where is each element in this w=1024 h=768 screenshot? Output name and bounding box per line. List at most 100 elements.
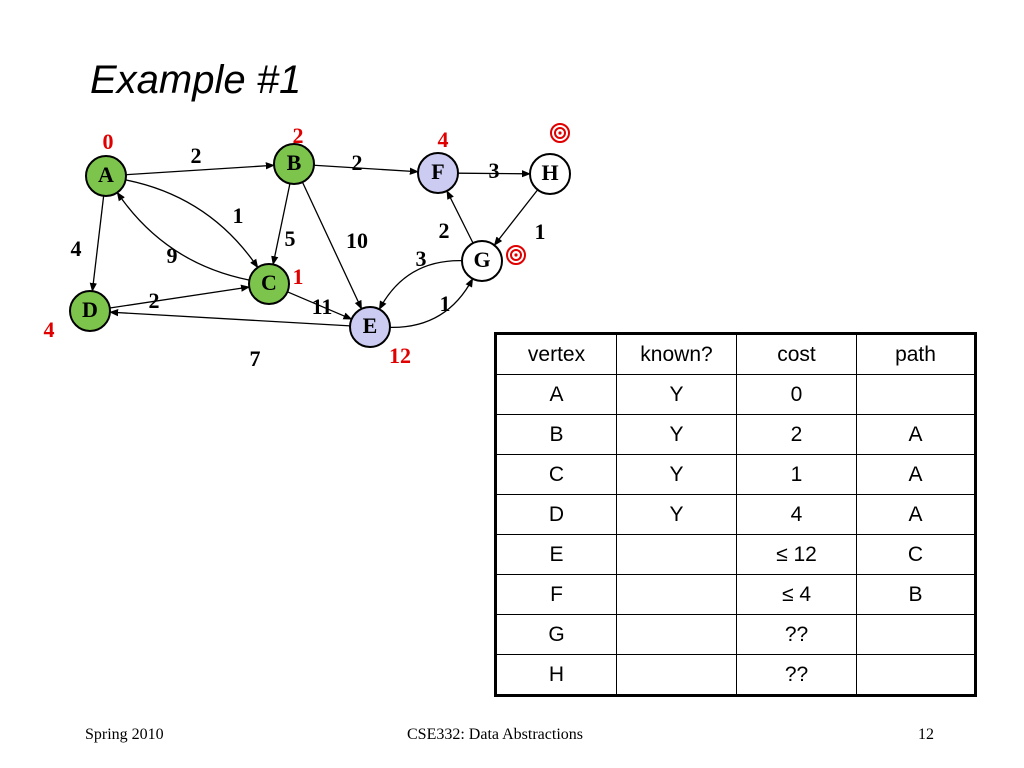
- cell-path: B: [856, 574, 976, 615]
- cell-cost: ≤ 4: [736, 574, 857, 615]
- cell-cost: ≤ 12: [736, 534, 857, 575]
- node-c: C: [248, 263, 290, 305]
- cost-label: 2: [293, 123, 304, 148]
- node-circle: [273, 143, 315, 185]
- table-row: D Y 4 A: [495, 494, 976, 535]
- footer-term: Spring 2010: [85, 726, 164, 743]
- cell-path: A: [856, 454, 976, 495]
- cell-known: [616, 614, 737, 655]
- node-f: F: [417, 152, 459, 194]
- node-circle: [69, 290, 111, 332]
- table-header-row: vertex known? cost path: [495, 333, 976, 375]
- footer-course: CSE332: Data Abstractions: [407, 726, 583, 743]
- node-circle: [417, 152, 459, 194]
- cell-cost: ??: [736, 654, 857, 696]
- cell-path: A: [856, 414, 976, 455]
- target-icon: [550, 123, 570, 143]
- node-label: B: [287, 150, 302, 175]
- cell-known: Y: [616, 454, 737, 495]
- edge-e-g: [389, 277, 474, 329]
- edge-h-g: [493, 189, 539, 246]
- edge-weight-label: 1: [440, 291, 451, 316]
- cost-label: 0: [103, 129, 114, 154]
- table-row: F ≤ 4 B: [495, 574, 976, 615]
- edge-weight-label: 9: [167, 243, 178, 268]
- cell-vertex: F: [495, 574, 617, 615]
- cell-path: [856, 374, 976, 415]
- table-row: E ≤ 12 C: [495, 534, 976, 575]
- cost-label: 12: [389, 343, 411, 368]
- column-header-cost: cost: [736, 333, 857, 375]
- node-circle: [529, 153, 571, 195]
- cell-vertex: C: [495, 454, 617, 495]
- column-header-vertex: vertex: [495, 333, 617, 375]
- cost-label: 4: [438, 127, 449, 152]
- edge-weight-label: 2: [352, 150, 363, 175]
- dijkstra-table: vertex known? cost path A Y 0 B Y 2 A C …: [494, 332, 977, 697]
- cell-path: A: [856, 494, 976, 535]
- edge-a-c: [125, 179, 259, 269]
- cell-path: C: [856, 534, 976, 575]
- edge-weight-label: 2: [149, 288, 160, 313]
- edge-weight-label: 2: [191, 143, 202, 168]
- node-h: H: [529, 153, 571, 195]
- edge-weight-label: 3: [416, 246, 427, 271]
- edge-weight-label: 4: [71, 236, 82, 261]
- edge-weight-label: 5: [285, 226, 296, 251]
- cell-known: [616, 534, 737, 575]
- table-row: C Y 1 A: [495, 454, 976, 495]
- node-label: C: [261, 270, 277, 295]
- target-icon: [506, 245, 526, 265]
- cell-known: Y: [616, 374, 737, 415]
- node-label: E: [363, 313, 378, 338]
- cell-vertex: E: [495, 534, 617, 575]
- edge-f-h: [457, 170, 531, 178]
- cell-known: [616, 574, 737, 615]
- edge-weight-label: 1: [233, 203, 244, 228]
- edge-weight-label: 2: [439, 218, 450, 243]
- node-circle: [248, 263, 290, 305]
- node-circle: [461, 240, 503, 282]
- node-circle: [349, 306, 391, 348]
- node-e: E: [349, 306, 391, 348]
- cell-vertex: D: [495, 494, 617, 535]
- cell-cost: ??: [736, 614, 857, 655]
- cost-label: 1: [293, 264, 304, 289]
- table-row: A Y 0: [495, 374, 976, 415]
- column-header-known: known?: [616, 333, 737, 375]
- edge-weight-label: 1: [535, 219, 546, 244]
- node-g: G: [461, 240, 503, 282]
- edge-c-a: [116, 191, 250, 281]
- node-label: H: [541, 160, 558, 185]
- edge-c-e: [287, 291, 353, 320]
- edge-weight-label: 10: [346, 228, 368, 253]
- node-b: B: [273, 143, 315, 185]
- table-row: B Y 2 A: [495, 414, 976, 455]
- node-label: D: [82, 297, 98, 322]
- cell-vertex: G: [495, 614, 617, 655]
- footer-page-number: 12: [918, 726, 934, 743]
- edge-d-c: [109, 284, 251, 309]
- table-row: G ??: [495, 614, 976, 655]
- node-a: A: [85, 155, 127, 197]
- edge-a-d: [89, 195, 105, 293]
- cost-label: 4: [44, 317, 55, 342]
- edge-b-e: [301, 181, 363, 310]
- edge-weight-label: 7: [250, 346, 261, 371]
- slide-title: Example #1: [90, 58, 302, 102]
- edge-weight-label: 3: [489, 158, 500, 183]
- edge-a-b: [125, 162, 275, 176]
- node-label: A: [98, 162, 114, 187]
- cell-path: [856, 614, 976, 655]
- cell-cost: 4: [736, 494, 857, 535]
- cell-cost: 2: [736, 414, 857, 455]
- cell-vertex: H: [495, 654, 617, 696]
- table-row: H ??: [495, 654, 976, 696]
- node-d: D: [69, 290, 111, 332]
- cell-cost: 0: [736, 374, 857, 415]
- cell-cost: 1: [736, 454, 857, 495]
- cell-vertex: A: [495, 374, 617, 415]
- cell-known: Y: [616, 414, 737, 455]
- edge-b-c: [271, 183, 291, 266]
